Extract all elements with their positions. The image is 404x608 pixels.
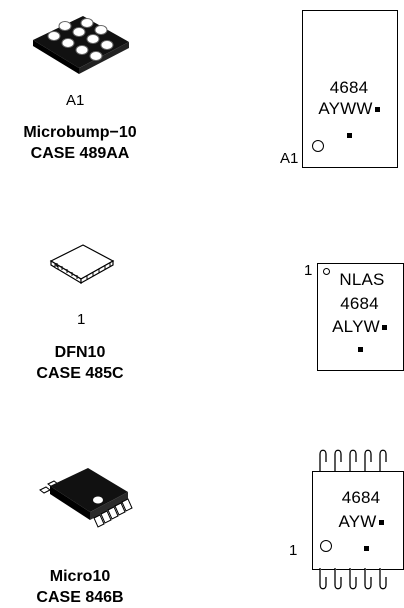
marking-diagram-box <box>302 10 398 168</box>
pin1-label: A1 <box>66 92 85 109</box>
marking-line-part: 4684 <box>340 294 379 313</box>
micro10-package-image <box>36 462 136 532</box>
case-number: CASE 846B <box>36 589 124 606</box>
microbump-package-image <box>25 12 135 77</box>
marking-line-code: AYWW <box>302 99 396 119</box>
pb-free-dot <box>347 133 352 138</box>
marking-pin-label: A1 <box>280 150 299 167</box>
package-name: DFN10 <box>54 344 106 361</box>
marking-pin-label: 1 <box>289 542 298 559</box>
pin1-circle-icon <box>320 540 332 552</box>
marking-code-text: AYWW <box>318 99 373 118</box>
case-number: CASE 485C <box>36 365 124 382</box>
package-name: Microbump−10 <box>23 124 137 141</box>
marking-pin-label: 1 <box>304 262 313 279</box>
pb-free-dot <box>374 107 380 113</box>
pb-free-dot <box>358 347 363 352</box>
marking-line-part: 4684 <box>329 78 369 97</box>
pb-free-dot <box>378 520 384 526</box>
case-number: CASE 489AA <box>30 145 130 162</box>
top-leads <box>312 442 402 472</box>
marking-line-code: AYW <box>320 512 402 532</box>
pb-free-dot <box>364 546 369 551</box>
marking-code-text: ALYW <box>332 317 380 336</box>
pb-free-dot <box>381 325 387 331</box>
bottom-leads <box>312 567 402 597</box>
pin1-label: 1 <box>77 311 86 328</box>
dfn-package-image <box>47 239 117 289</box>
package-name: Micro10 <box>49 568 111 585</box>
pin1-circle-icon <box>312 140 324 152</box>
marking-line-name: NLAS <box>339 270 385 289</box>
marking-line-code: ALYW <box>317 317 402 337</box>
marking-line-part: 4684 <box>341 488 381 507</box>
marking-code-text: AYW <box>338 512 377 531</box>
pin1-circle-icon <box>323 268 330 275</box>
